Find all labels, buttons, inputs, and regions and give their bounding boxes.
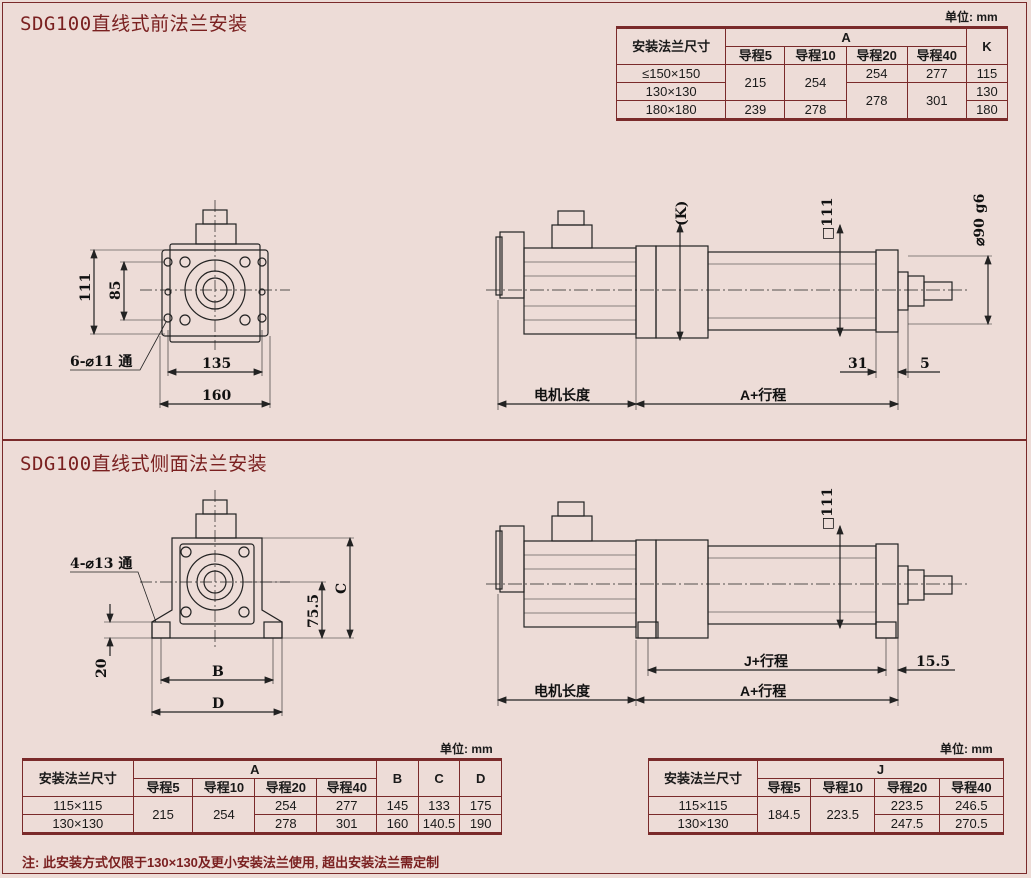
col-c-header: C (417, 759, 461, 797)
a-cell: 301 (316, 814, 378, 834)
lead-header: 导程40 (316, 778, 378, 797)
a-cell: 301 (906, 82, 967, 120)
lead-header: 导程20 (845, 46, 908, 65)
a-cell: 215 (132, 796, 194, 834)
dim-b: B (212, 664, 224, 680)
section1-spec-table: 安装法兰尺寸 A K 导程5 导程10 导程20 导程40 ≤150×150 2… (615, 26, 1009, 121)
lead-header: 导程20 (254, 778, 318, 797)
d-cell: 190 (459, 814, 502, 834)
dim-20: 20 (94, 658, 110, 678)
a-cell: 277 (906, 64, 967, 83)
a-stroke-label-b: A+行程 (740, 683, 786, 699)
dim-holes-6: 6-⌀11 通 (70, 354, 132, 370)
motor-length-label: 电机长度 (534, 387, 591, 403)
a-cell: 278 (254, 814, 318, 834)
section2-spec-table-a: 安装法兰尺寸 A B C D 导程5 导程10 导程20 导程40 115×11… (22, 758, 502, 835)
front-flange-view (70, 200, 290, 408)
c-cell: 140.5 (417, 814, 461, 834)
a-cell: 278 (784, 100, 847, 120)
dim-135: 135 (202, 356, 231, 372)
dim-31: 31 (848, 356, 867, 372)
section2-title: SDG100直线式侧面法兰安装 (20, 453, 268, 475)
dim-160: 160 (202, 388, 231, 404)
section2-table1-unit: 单位: mm (440, 742, 493, 756)
section1-title: SDG100直线式前法兰安装 (20, 13, 248, 35)
footnote: 注: 此安装方式仅限于130×130及更小安装法兰使用, 超出安装法兰需定制 (22, 855, 440, 870)
j-cell: 247.5 (874, 814, 940, 834)
lead-header: 导程40 (938, 778, 1005, 797)
dim-holes-4: 4-⌀13 通 (70, 556, 132, 572)
section2-spec-table-j: 安装法兰尺寸 J 导程5 导程10 导程20 导程40 115×115 184.… (648, 758, 1005, 835)
dim-5: 5 (920, 356, 930, 372)
dim-k: (K) (674, 201, 690, 226)
k-cell: 180 (965, 100, 1009, 120)
dim-85: 85 (108, 281, 124, 300)
dim-square-111: □111 (820, 198, 836, 240)
a-stroke-label: A+行程 (740, 387, 786, 403)
section-divider (2, 439, 1027, 441)
j-cell: 184.5 (756, 796, 812, 834)
flange-cell: 130×130 (22, 814, 134, 834)
front-mount-side-view (486, 210, 992, 410)
dim-square-111-b: □111 (820, 488, 836, 530)
b-cell: 160 (376, 814, 419, 834)
dim-75-5: 75.5 (306, 594, 322, 628)
j-stroke-label: J+行程 (744, 653, 788, 669)
lead-header: 导程10 (810, 778, 876, 797)
a-cell: 278 (845, 82, 908, 120)
dim-shaft-90: ⌀90 g6 (972, 194, 988, 246)
dim-d: D (212, 696, 224, 712)
flange-cell: 130×130 (648, 814, 758, 834)
a-cell: 239 (725, 100, 786, 120)
dim-111: 111 (78, 273, 94, 302)
j-cell: 270.5 (938, 814, 1005, 834)
dim-c: C (334, 583, 350, 594)
a-cell: 254 (254, 796, 318, 815)
side-flange-front-view (70, 490, 354, 716)
a-cell: 215 (725, 64, 786, 101)
a-cell: 277 (316, 796, 378, 815)
side-mount-side-view (486, 501, 968, 706)
col-flange-header: 安装法兰尺寸 (615, 27, 727, 65)
section1-unit: 单位: mm (945, 10, 998, 24)
col-flange-header: 安装法兰尺寸 (22, 759, 134, 797)
a-cell: 254 (784, 64, 847, 101)
flange-cell: 180×180 (615, 100, 727, 120)
motor-length-label-b: 电机长度 (534, 683, 591, 699)
section2-table2-unit: 单位: mm (940, 742, 993, 756)
a-cell: 254 (845, 64, 908, 83)
a-cell: 254 (192, 796, 256, 834)
lead-header: 导程40 (906, 46, 967, 65)
j-cell: 223.5 (810, 796, 876, 834)
dim-15-5: 15.5 (916, 654, 950, 670)
